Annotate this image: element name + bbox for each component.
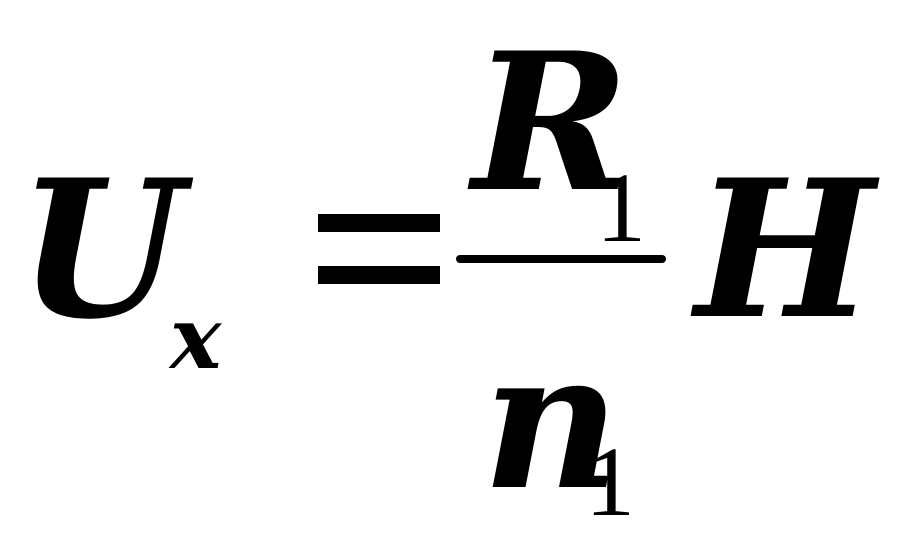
lhs-subscript: x — [170, 288, 222, 389]
denominator-subscript: 1 — [585, 426, 635, 537]
numerator-subscript: 1 — [596, 152, 646, 263]
numerator-symbol: R — [472, 11, 630, 234]
lhs-symbol: U — [18, 138, 184, 361]
multiplier-symbol: H — [695, 138, 875, 361]
equals-bar-bottom — [318, 266, 440, 284]
fraction-bar — [456, 255, 666, 263]
equals-bar-top — [318, 214, 440, 232]
denominator-symbol: n — [482, 309, 621, 532]
